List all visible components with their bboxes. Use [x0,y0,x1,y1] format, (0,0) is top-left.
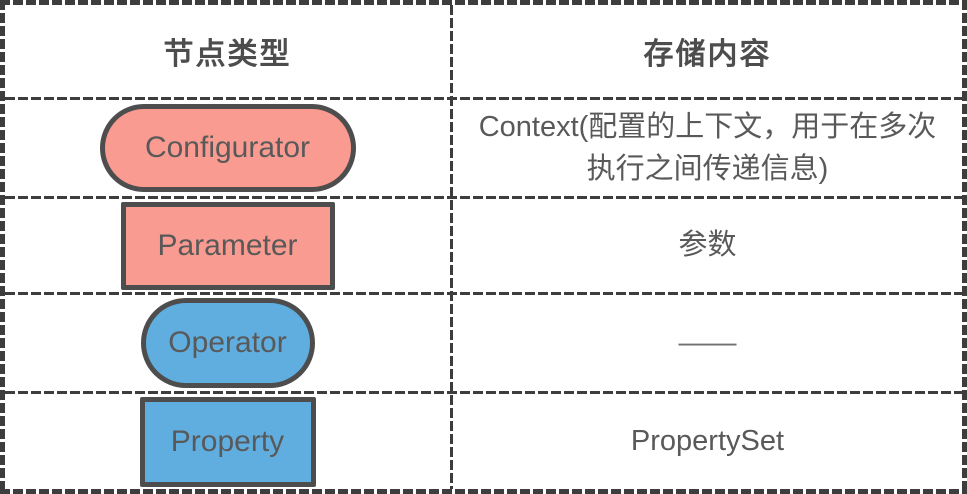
cell-node-configurator: Configurator [5,100,450,196]
header-storage-content-label: 存储内容 [643,38,772,71]
row-divider-2 [5,196,962,199]
configurator-node-label: Configurator [144,131,311,164]
property-node-label: Property [170,424,285,458]
table-border-bottom [0,489,967,494]
row-divider-3 [5,292,962,295]
row-divider-4 [5,391,962,394]
row-divider-1 [5,97,962,100]
table-border-left [0,0,5,494]
cell-node-operator: Operator [5,295,450,391]
cell-content-configurator: Context(配置的上下文，用于在多次执行之间传递信息) [453,100,962,196]
operator-node-shape: Operator [140,298,315,388]
operator-content-text: —— [678,326,737,359]
table-border-right [962,0,967,494]
table-border-top [0,0,967,5]
operator-node-label: Operator [168,326,287,359]
cell-content-parameter: 参数 [453,199,962,292]
property-node-shape: Property [139,396,316,487]
header-cell-storage-content: 存储内容 [453,5,962,97]
cell-node-property: Property [5,394,450,489]
column-divider [450,5,453,489]
parameter-node-label: Parameter [157,228,298,262]
cell-node-parameter: Parameter [5,199,450,292]
configurator-content-text: Context(配置的上下文，用于在多次执行之间传递信息) [478,110,937,185]
parameter-node-shape: Parameter [120,201,335,290]
cell-content-operator: —— [453,295,962,391]
configurator-node-shape: Configurator [99,104,356,192]
cell-content-property: PropertySet [453,394,962,489]
parameter-content-text: 参数 [678,229,737,262]
header-cell-node-type: 节点类型 [5,5,450,97]
header-node-type-label: 节点类型 [163,38,292,71]
property-content-text: PropertySet [630,425,785,458]
